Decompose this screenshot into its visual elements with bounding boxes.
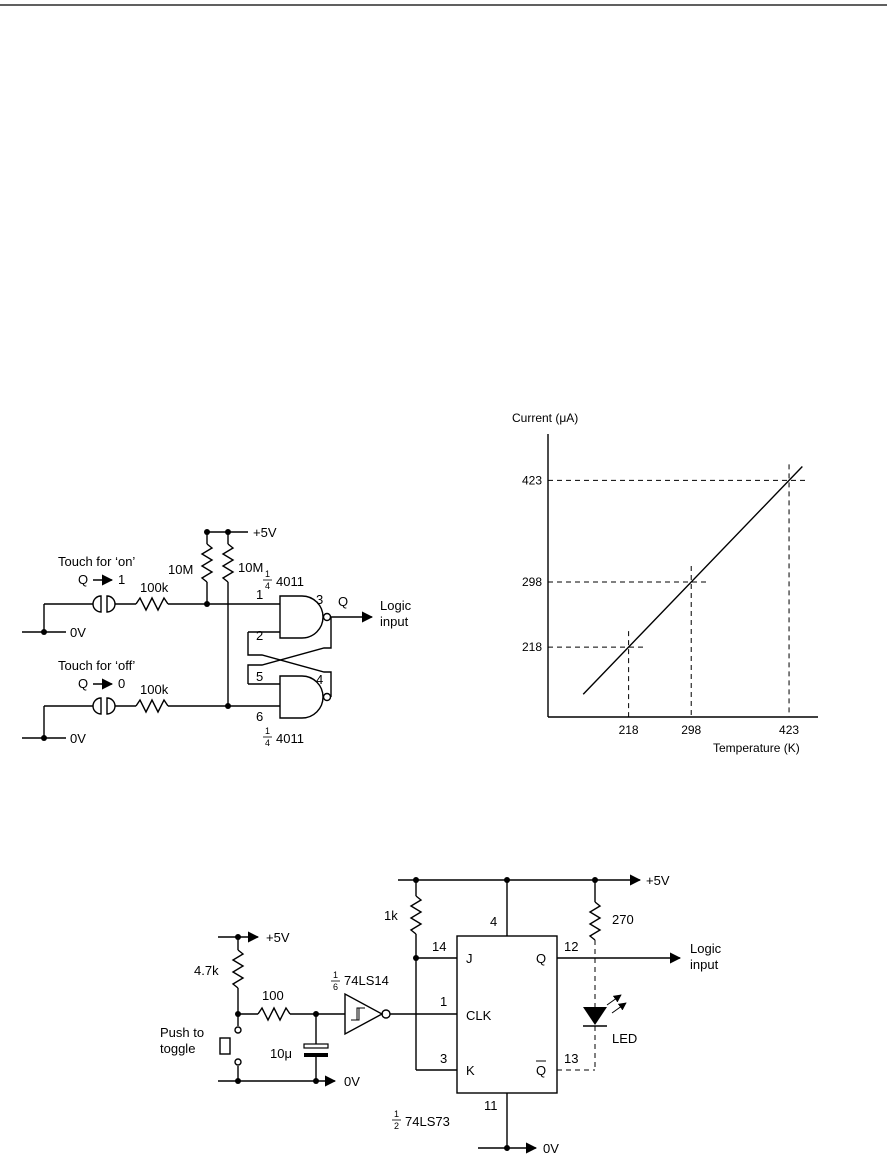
y-tick-label: 218 — [522, 640, 542, 654]
capacitor-10u — [303, 1043, 329, 1057]
gate-bottom-frac-den: 4 — [265, 738, 270, 748]
feedback-wire-top-output — [247, 617, 332, 684]
chart-x-label: Temperature (K) — [713, 741, 800, 755]
pullup-4k7-label: 4.7k — [194, 963, 219, 978]
inv-part: 74LS14 — [344, 973, 389, 988]
pullup-resistor-right — [221, 532, 235, 706]
x-tick-label: 218 — [619, 723, 639, 737]
pin-q-label: Q — [536, 951, 546, 966]
touch-off-value: 0 — [118, 676, 125, 691]
pin-vcc-number: 4 — [490, 914, 497, 929]
pullup-resistor-4k7 — [231, 949, 245, 989]
touch-switch-circuit: +5V 10M 10M Touch for ‘on’ Q 1 0V — [22, 525, 412, 748]
gate-bottom-frac-num: 1 — [265, 726, 270, 736]
pin-qbar-label: Q — [536, 1063, 546, 1078]
gate-bottom-part: 4011 — [276, 731, 304, 746]
led-label: LED — [612, 1031, 637, 1046]
gate-top-part: 4011 — [276, 574, 304, 589]
ground-bottom-label: 0V — [543, 1141, 559, 1156]
ground-top-label: 0V — [70, 625, 86, 640]
gate-top-frac-den: 4 — [265, 581, 270, 591]
current-temperature-chart: Current (μA) Temperature (K) 218 298 423 42… — [512, 411, 818, 755]
pin-6: 6 — [256, 709, 263, 724]
chart-y-label: Current (μA) — [512, 411, 578, 425]
touch-off-q: Q — [78, 676, 88, 691]
y-tick-label: 298 — [522, 575, 542, 589]
output-label-line1: Logic — [380, 598, 412, 613]
series-resistor-bottom-label: 100k — [140, 682, 169, 697]
inv-frac-num: 1 — [333, 970, 338, 980]
supply-top-label: +5V — [646, 873, 670, 888]
ground-left-label: 0V — [344, 1074, 360, 1089]
series-resistor-top-label: 100k — [140, 580, 169, 595]
pin-qbar-number: 13 — [564, 1051, 578, 1066]
pullup-1k-label: 1k — [384, 908, 398, 923]
series-resistor-top — [135, 596, 169, 612]
supply-left-label: +5V — [266, 930, 290, 945]
pullup-right-label: 10M — [238, 560, 263, 575]
feedback-wire-bottom-output — [247, 632, 332, 697]
y-tick-label: 423 — [522, 473, 542, 487]
series-resistor-bottom — [135, 698, 169, 714]
ff-frac-den: 2 — [394, 1121, 399, 1131]
pin-4: 4 — [316, 672, 323, 687]
output-q-label: Q — [338, 594, 348, 609]
pullup-resistor-1k — [409, 895, 423, 935]
resistor-100-label: 100 — [262, 988, 284, 1003]
pin-q-number: 12 — [564, 939, 578, 954]
switch-label-line1: Push to — [160, 1025, 204, 1040]
pin-k-label: K — [466, 1063, 475, 1078]
resistor-270-label: 270 — [612, 912, 634, 927]
ff-frac-num: 1 — [394, 1109, 399, 1119]
pin-k-number: 3 — [440, 1051, 447, 1066]
output-label-line2: input — [690, 957, 719, 972]
switch-label-line2: toggle — [160, 1041, 195, 1056]
capacitor-label: 10μ — [270, 1046, 292, 1061]
pin-3: 3 — [316, 592, 323, 607]
ff-part: 74LS73 — [405, 1114, 450, 1129]
pullup-left-label: 10M — [168, 562, 193, 577]
touch-on-value: 1 — [118, 572, 125, 587]
touch-pad-on[interactable] — [92, 595, 116, 613]
pin-j-label: J — [466, 951, 473, 966]
schmitt-inverter — [344, 992, 391, 1036]
output-label-line2: input — [380, 614, 409, 629]
touch-off-label: Touch for ‘off’ — [58, 658, 135, 673]
gate-top-frac-num: 1 — [265, 569, 270, 579]
pin-gnd-number: 11 — [484, 1098, 498, 1113]
led-icon — [583, 994, 627, 1027]
pin-clk-label: CLK — [466, 1008, 492, 1023]
output-label-line1: Logic — [690, 941, 722, 956]
series-line — [582, 466, 803, 695]
pullup-resistor-left — [200, 532, 214, 604]
resistor-100 — [257, 1006, 291, 1022]
pin-5: 5 — [256, 669, 263, 684]
pin-clk-number: 1 — [440, 994, 447, 1009]
supply-label: +5V — [253, 525, 277, 540]
pin-j-number: 14 — [432, 939, 446, 954]
pin-2: 2 — [256, 628, 263, 643]
push-switch[interactable] — [219, 1026, 242, 1066]
touch-on-label: Touch for ‘on’ — [58, 554, 135, 569]
x-tick-label: 298 — [681, 723, 701, 737]
touch-pad-off[interactable] — [92, 697, 116, 715]
touch-on-q: Q — [78, 572, 88, 587]
pin-1: 1 — [256, 587, 263, 602]
inv-frac-den: 6 — [333, 982, 338, 992]
x-tick-label: 423 — [779, 723, 799, 737]
ground-bottom-label: 0V — [70, 731, 86, 746]
resistor-270 — [588, 901, 602, 941]
jk-flipflop-circuit: +5V 1k 4 14 J 1 CLK 3 K Q 12 Q 13 11 0V … — [160, 873, 722, 1156]
